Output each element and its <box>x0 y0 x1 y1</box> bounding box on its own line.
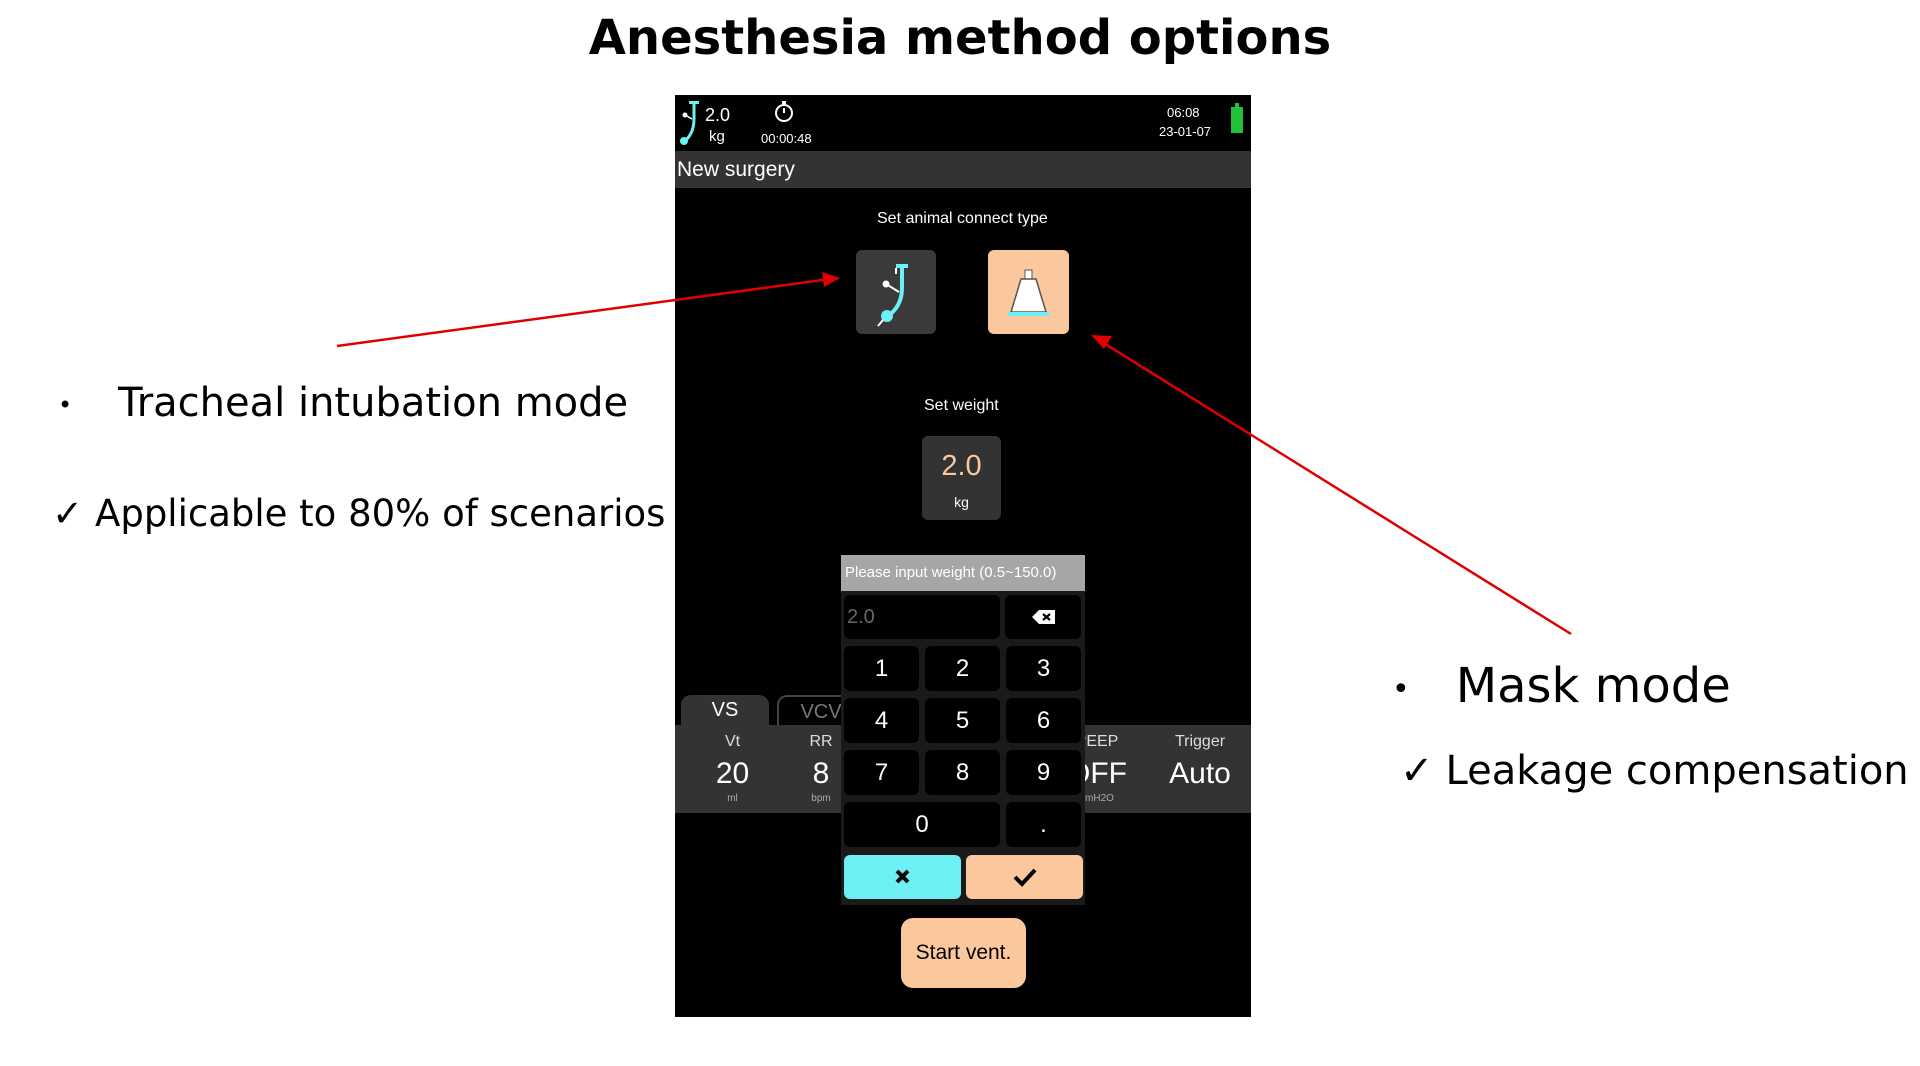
elapsed-timer: 00:00:48 <box>761 131 812 146</box>
param-name: PEEP <box>1075 733 1119 750</box>
param-value: 8 <box>812 757 830 790</box>
weight-value: 2.0 <box>941 450 982 482</box>
weight-unit: kg <box>954 494 969 510</box>
key-4[interactable]: 4 <box>844 698 919 743</box>
mask-mode-heading: • Mask mode <box>1392 658 1731 714</box>
confirm-button[interactable] <box>966 855 1083 899</box>
tracheal-mode-label: Tracheal intubation mode <box>118 380 629 426</box>
mask-mode-label: Mask mode <box>1455 658 1731 714</box>
key-8[interactable]: 8 <box>925 750 1000 795</box>
key-5[interactable]: 5 <box>925 698 1000 743</box>
stopwatch-icon <box>775 101 793 122</box>
status-weight: 2.0 <box>705 105 731 125</box>
connect-type-label: Set animal connect type <box>877 210 1048 227</box>
param-unit: cmH2O <box>1080 793 1114 804</box>
page-title: New surgery <box>677 158 795 181</box>
cancel-icon <box>895 869 910 884</box>
key-decimal[interactable]: . <box>1006 802 1081 847</box>
param-value: Auto <box>1169 757 1231 790</box>
status-weight-unit: kg <box>709 128 725 145</box>
check-icon: ✓ <box>52 492 84 535</box>
status-bar: 2.0 kg 00:00:48 06:08 23-01-07 <box>675 95 1251 152</box>
key-3[interactable]: 3 <box>1006 646 1081 691</box>
param-value: 20 <box>715 757 750 790</box>
weight-field[interactable]: 2.0 kg <box>922 436 1001 520</box>
tab-vs[interactable]: VS <box>681 695 769 727</box>
mask-option[interactable] <box>988 250 1069 334</box>
param-unit: ml <box>727 793 738 804</box>
param-unit: bpm <box>811 793 831 804</box>
bullet: • <box>1392 671 1410 707</box>
param-trigger[interactable]: Trigger Auto <box>1165 733 1235 793</box>
clock-date: 23-01-07 <box>1159 124 1212 139</box>
tracheal-mode-heading: • Tracheal intubation mode <box>58 380 628 426</box>
key-6[interactable]: 6 <box>1006 698 1081 743</box>
slide-title: Anesthesia method options <box>588 10 1332 66</box>
endotracheal-tube-icon <box>877 264 908 327</box>
tracheal-mode-note-text: Applicable to 80% of scenarios <box>95 492 666 535</box>
battery-icon <box>1231 103 1243 133</box>
key-9[interactable]: 9 <box>1006 750 1081 795</box>
param-name: Vt <box>724 733 741 750</box>
cancel-button[interactable] <box>844 855 961 899</box>
set-weight-label: Set weight <box>924 397 999 414</box>
bullet: • <box>58 391 73 419</box>
endotracheal-tube-icon <box>680 101 699 145</box>
keypad-title: Please input weight (0.5~150.0) <box>841 555 1085 591</box>
check-icon: ✓ <box>1400 748 1434 794</box>
param-name: RR <box>809 733 833 750</box>
mask-icon <box>1008 269 1049 316</box>
device-screen: 2.0 kg 00:00:48 06:08 23-01-07 New surge… <box>675 95 1251 1017</box>
mask-mode-note: ✓Leakage compensation <box>1400 748 1909 794</box>
param-vt[interactable]: Vt 20 ml <box>705 733 760 804</box>
mask-mode-note-text: Leakage compensation <box>1445 748 1909 794</box>
key-0[interactable]: 0 <box>844 802 1000 847</box>
param-rr[interactable]: RR 8 bpm <box>801 733 841 804</box>
key-1[interactable]: 1 <box>844 646 919 691</box>
tracheal-mode-note: ✓ Applicable to 80% of scenarios <box>52 492 665 535</box>
clock-time: 06:08 <box>1167 105 1200 120</box>
backspace-icon <box>1032 610 1055 624</box>
start-vent-button[interactable]: Start vent. <box>901 918 1026 988</box>
keypad-input[interactable]: 2.0 <box>844 595 1000 639</box>
confirm-icon <box>1013 868 1037 887</box>
numeric-keypad: Please input weight (0.5~150.0) 2.0 1 2 … <box>841 555 1085 905</box>
param-name: Trigger <box>1174 733 1226 750</box>
key-2[interactable]: 2 <box>925 646 1000 691</box>
header-bar: New surgery <box>675 152 1251 188</box>
key-7[interactable]: 7 <box>844 750 919 795</box>
tracheal-intubation-option[interactable] <box>856 250 936 334</box>
backspace-button[interactable] <box>1005 595 1081 639</box>
